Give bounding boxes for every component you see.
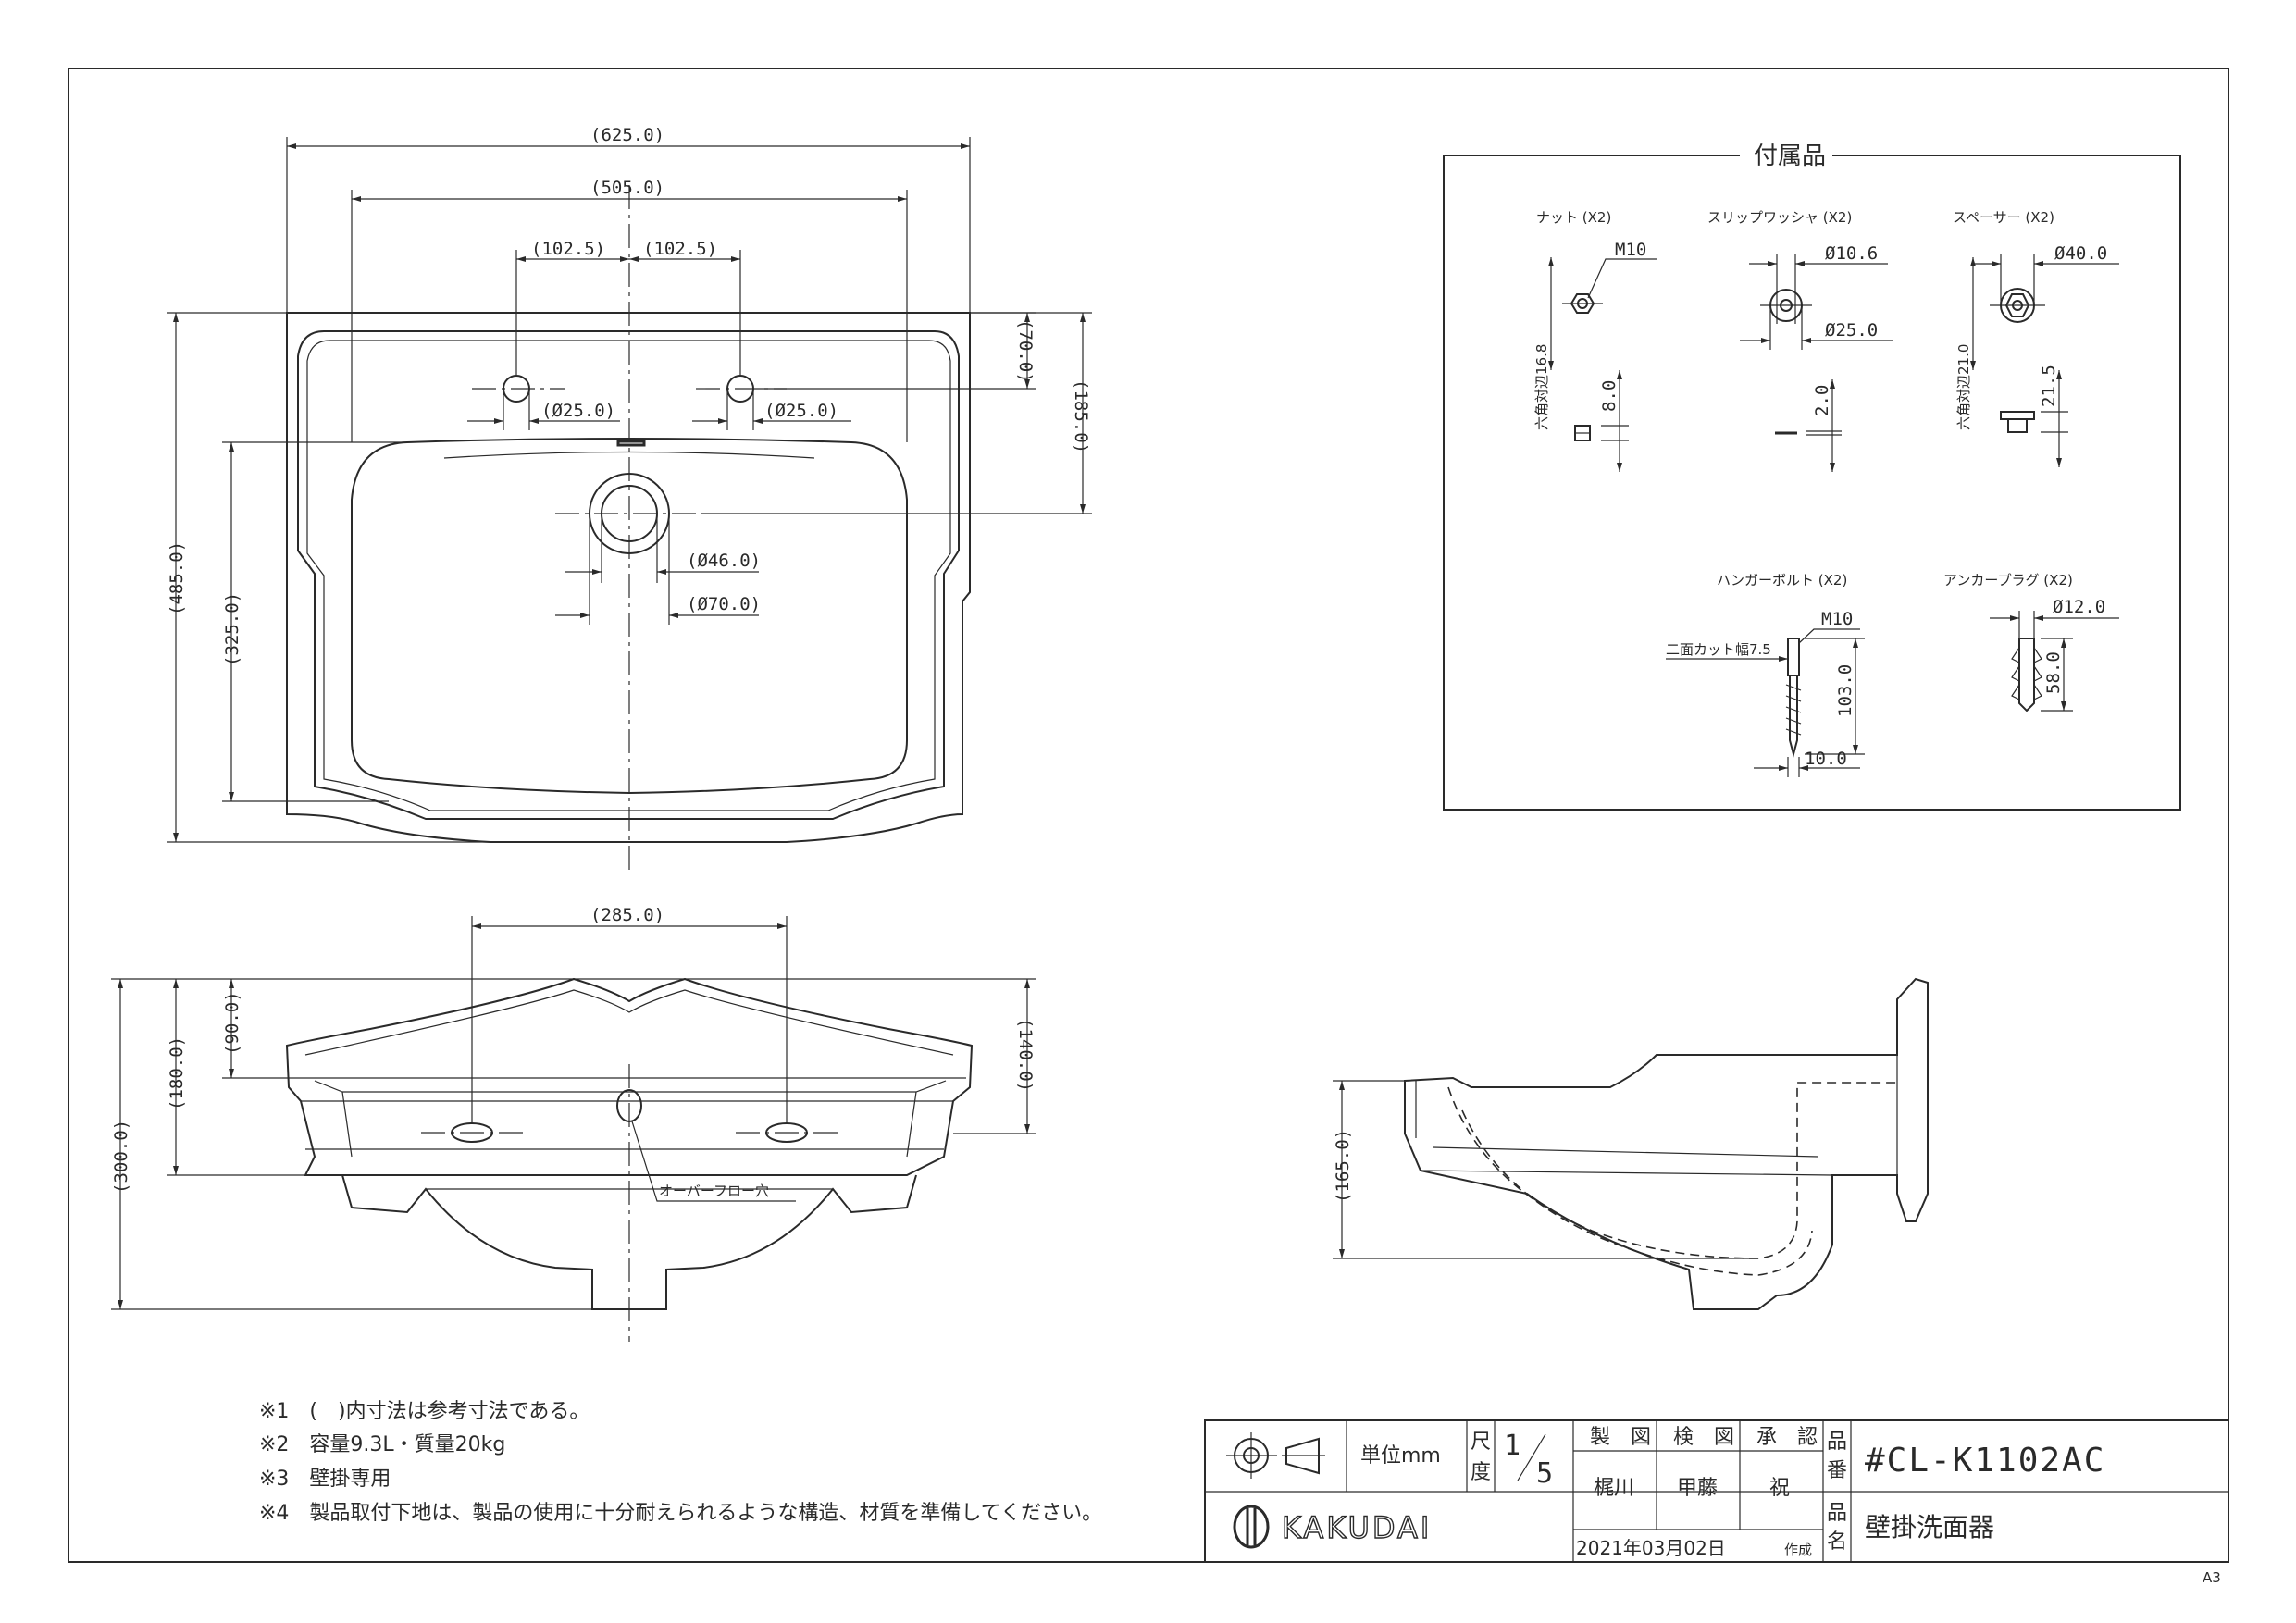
spacer-outer: Ø40.0 xyxy=(2054,243,2107,264)
dim-bracket-spacing: (285.0) xyxy=(590,905,664,925)
washer-thickness: 2.0 xyxy=(1812,385,1832,416)
dim-drain-inner: (Ø46.0) xyxy=(687,551,761,571)
bolt-thread: M10 xyxy=(1821,609,1853,629)
plan-dimensions: (625.0) (505.0) (102.5) (102.5) (Ø25.0) … xyxy=(167,125,1092,843)
bolt-tip: 10.0 xyxy=(1805,749,1847,769)
bolt-length: 103.0 xyxy=(1835,664,1855,717)
dim-side-height: (165.0) xyxy=(1333,1129,1353,1203)
side-view xyxy=(1404,977,1929,1310)
spacer-hex-width: 六角対辺21.0 xyxy=(1955,344,1972,430)
bolt-name: ハンガーボルト (X2) xyxy=(1717,572,1847,588)
nut-name: ナット (X2) xyxy=(1536,209,1611,226)
title-block: 単位mm 尺 度 1 5 製 図 検 図 承 認 梶川 甲藤 祝 品 番 #CL… xyxy=(1204,1419,2229,1563)
part-no-label-2: 番 xyxy=(1827,1459,1847,1482)
side-dimensions: (165.0) xyxy=(1333,1080,1758,1259)
accessories-box: 付属品 ナット (X2) M10 六角対辺16.8 8.0 スリップワッシャ (… xyxy=(1443,139,2181,811)
plan-view xyxy=(286,185,971,874)
scale-denominator: 5 xyxy=(1536,1457,1555,1490)
dim-inner-width: (505.0) xyxy=(590,178,664,198)
nut-thread: M10 xyxy=(1615,240,1646,260)
spacer-name: スペーサー (X2) xyxy=(1953,209,2054,226)
dim-overall-depth: (485.0) xyxy=(167,541,187,615)
note-3: ※3 壁掛専用 xyxy=(259,1468,391,1491)
spacer-height: 21.5 xyxy=(2039,365,2059,407)
dim-drain-outer: (Ø70.0) xyxy=(687,594,761,614)
nut-height: 8.0 xyxy=(1599,380,1620,412)
product-name: 壁掛洗面器 xyxy=(1865,1512,1994,1542)
check-label: 検 図 xyxy=(1673,1426,1734,1449)
made-label: 製 図 xyxy=(1590,1426,1651,1449)
notes: ※1 ( )内寸法は参考寸法である。 ※2 容量9.3L・質量20kg ※3 壁… xyxy=(259,1400,1102,1525)
scale-numerator: 1 xyxy=(1504,1430,1522,1462)
note-2: ※2 容量9.3L・質量20kg xyxy=(259,1433,505,1456)
dim-overall-width: (625.0) xyxy=(590,125,664,145)
plug-diameter: Ø12.0 xyxy=(2053,597,2105,617)
nut-hex-width: 六角対辺16.8 xyxy=(1533,344,1550,430)
front-dimensions: (285.0) (90.0) (180.0) (300.0) (140.0) オ… xyxy=(111,905,1036,1310)
plug-name: アンカープラグ (X2) xyxy=(1943,572,2073,588)
part-number: #CL-K1102AC xyxy=(1865,1442,2105,1480)
dim-tap-offset-right: (102.5) xyxy=(643,239,717,259)
front-view xyxy=(285,977,974,1342)
dim-front-side-height: (140.0) xyxy=(1015,1018,1036,1092)
scale-label-2: 度 xyxy=(1471,1461,1491,1484)
overflow-hole-label: オーバーフロー穴 xyxy=(659,1183,769,1199)
dim-drain-to-back: (185.0) xyxy=(1071,379,1091,453)
dim-tap-offset-left: (102.5) xyxy=(531,239,605,259)
made-by: 梶川 xyxy=(1594,1477,1634,1500)
date-suffix: 作成 xyxy=(1784,1542,1812,1558)
plug-length: 58.0 xyxy=(2043,651,2064,694)
dim-front-rim-height: (90.0) xyxy=(222,991,242,1055)
kakudai-logo: KAKUDAI xyxy=(1233,1505,1432,1549)
note-1: ※1 ( )内寸法は参考寸法である。 xyxy=(259,1400,590,1423)
washer-outer: Ø25.0 xyxy=(1825,320,1878,341)
dim-front-overall-height: (300.0) xyxy=(111,1120,131,1194)
dim-tap-to-back: (70.0) xyxy=(1015,319,1036,383)
unit-label: 単位mm xyxy=(1360,1444,1441,1468)
approved-by: 祝 xyxy=(1769,1477,1790,1500)
accessories-title: 付属品 xyxy=(1754,142,1826,170)
approve-label: 承 認 xyxy=(1756,1426,1818,1449)
name-label-2: 名 xyxy=(1827,1530,1847,1554)
washer-name: スリップワッシャ (X2) xyxy=(1707,209,1852,226)
scale-label-1: 尺 xyxy=(1471,1431,1491,1454)
checked-by: 甲藤 xyxy=(1677,1477,1718,1500)
sheet-border xyxy=(68,68,2229,1563)
note-4: ※4 製品取付下地は、製品の使用に十分耐えられるような構造、材質を準備してくださ… xyxy=(259,1502,1102,1525)
dim-tap-hole-left: (Ø25.0) xyxy=(541,401,615,421)
dim-tap-hole-right: (Ø25.0) xyxy=(764,401,838,421)
dim-bowl-depth: (325.0) xyxy=(222,592,242,666)
bolt-cut-width: 二面カット幅7.5 xyxy=(1666,641,1771,658)
drawing-date: 2021年03月02日 xyxy=(1576,1537,1726,1559)
dim-front-body-height: (180.0) xyxy=(167,1036,187,1110)
part-no-label-1: 品 xyxy=(1827,1431,1847,1454)
washer-inner: Ø10.6 xyxy=(1825,243,1878,264)
brand-name: KAKUDAI xyxy=(1282,1510,1432,1545)
sheet-size-label: A3 xyxy=(2203,1569,2221,1586)
name-label-1: 品 xyxy=(1827,1502,1847,1525)
